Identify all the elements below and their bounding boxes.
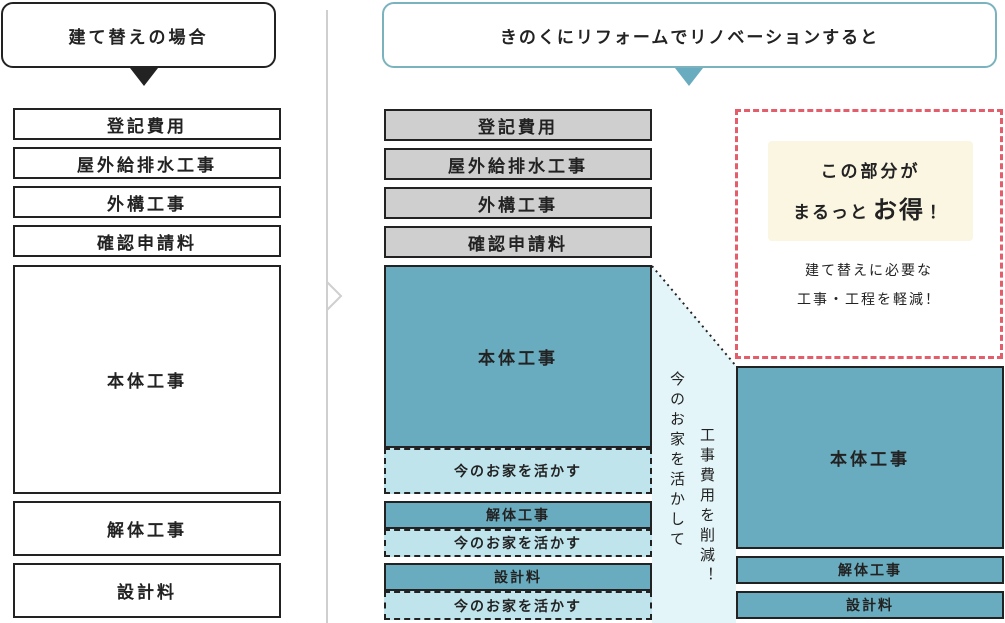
savings-highlight: この部分が まるっと お得 ！ [768, 141, 973, 241]
right-item-registration: 登記費用 [384, 109, 652, 141]
reduction-dotted-line [651, 265, 737, 367]
savings-line2-big: お得 [873, 196, 925, 224]
left-item-registration: 登記費用 [13, 108, 281, 140]
reuse-label-main: 今のお家を活かす [384, 448, 652, 494]
right-item-permit-fee: 確認申請料 [384, 226, 652, 258]
left-item-outdoor-plumbing: 屋外給排水工事 [13, 147, 281, 179]
divider-arrow [326, 281, 343, 311]
savings-line2-post: ！ [929, 203, 948, 223]
savings-note-line1: 建て替えに必要な [805, 263, 933, 279]
reuse-label-design: 今のお家を活かす [384, 591, 652, 620]
left-item-design-fee: 設計料 [13, 563, 281, 618]
savings-line1: この部分が [820, 162, 921, 182]
left-item-permit-fee: 確認申請料 [13, 225, 281, 257]
left-item-demolition: 解体工事 [13, 501, 281, 556]
savings-note: 建て替えに必要な 工事・工程を軽減！ [738, 257, 1000, 316]
right-main-construction: 本体工事 [384, 265, 652, 448]
left-header: 建て替えの場合 [1, 2, 276, 68]
reduced-main-construction: 本体工事 [736, 366, 1004, 549]
savings-callout: この部分が まるっと お得 ！ 建て替えに必要な 工事・工程を軽減！ [735, 109, 1003, 359]
reduction-area [652, 266, 736, 623]
savings-line2: まるっと お得 ！ [793, 190, 948, 225]
savings-line2-pre: まるっと [793, 203, 869, 223]
vertical-text-reuse: 今のお家を活かして [668, 371, 686, 551]
reduced-design-fee: 設計料 [736, 591, 1004, 619]
right-item-exterior: 外構工事 [384, 187, 652, 219]
left-item-exterior: 外構工事 [13, 186, 281, 218]
right-header-arrow [675, 68, 703, 86]
left-item-main-construction: 本体工事 [13, 265, 281, 494]
right-header: きのくにリフォームでリノベーションすると [382, 2, 997, 68]
savings-note-line2: 工事・工程を軽減！ [797, 292, 941, 309]
reduced-demolition: 解体工事 [736, 556, 1004, 584]
right-design-fee: 設計料 [384, 563, 652, 591]
reuse-label-demolition: 今のお家を活かす [384, 529, 652, 557]
right-item-outdoor-plumbing: 屋外給排水工事 [384, 148, 652, 180]
left-header-arrow [130, 68, 158, 86]
right-demolition: 解体工事 [384, 501, 652, 529]
vertical-text-cost-reduction: 工事費用を削減！ [698, 427, 716, 587]
